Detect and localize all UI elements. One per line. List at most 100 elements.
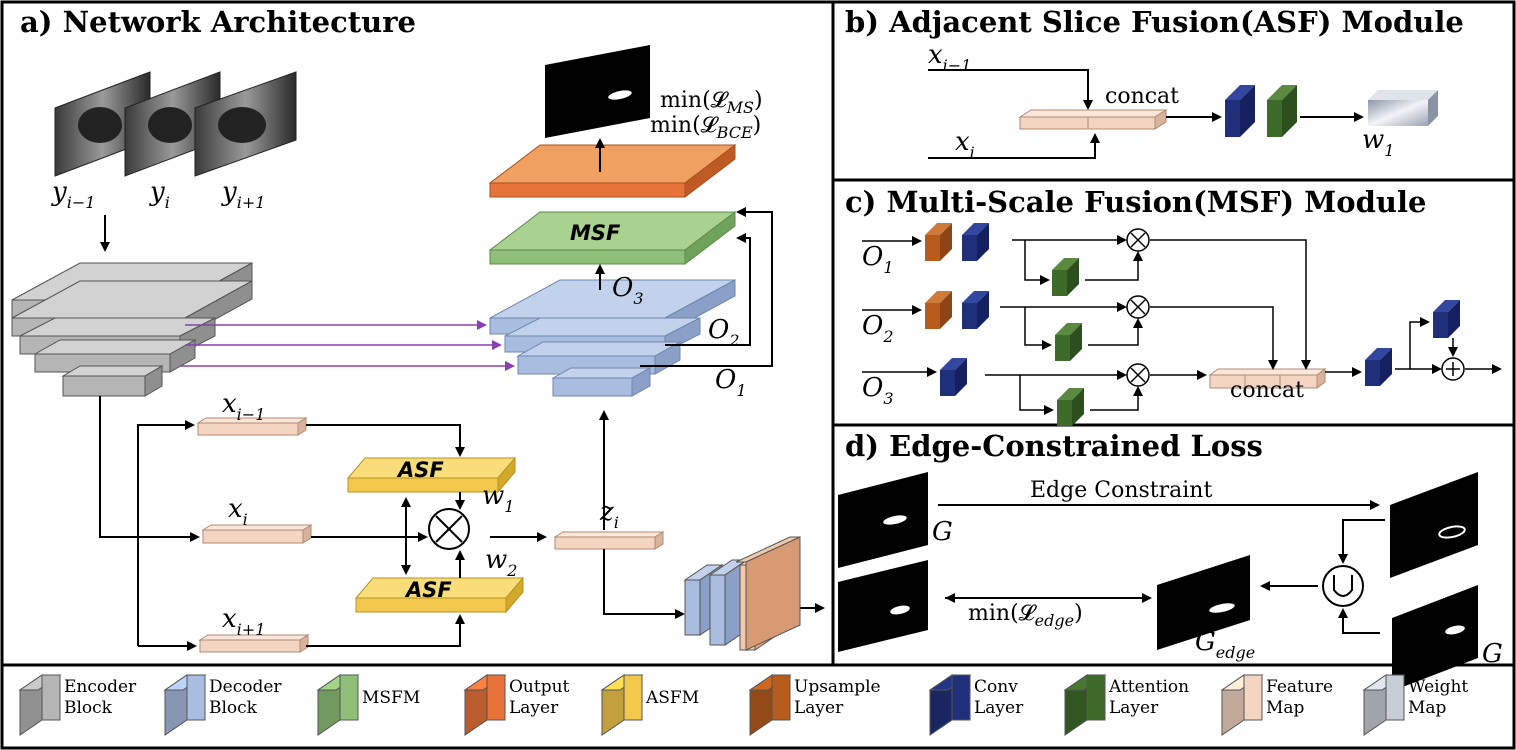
edge-loss-label: min(𝓛edge) <box>968 601 1083 630</box>
arrow-encoder-to-x <box>99 396 200 542</box>
mask-g-bottom-right <box>1392 585 1478 691</box>
legend-label: Encoder <box>64 677 137 697</box>
msf-multiply-nodes <box>1126 228 1150 387</box>
legend-item-msfm: MSFM <box>316 674 420 736</box>
legend-label-line2: Layer <box>509 698 559 718</box>
decoder-stack <box>489 279 736 397</box>
multiply-node <box>428 508 470 550</box>
label-o3: O3 <box>612 273 644 308</box>
output-layer-block <box>488 143 737 199</box>
panel-a-network: yi−1 yi yi+1 M <box>11 45 825 653</box>
edge-module-arrows <box>938 500 1385 634</box>
arrow-to-x-prev <box>137 420 195 646</box>
msf-module-arrows <box>902 235 1502 415</box>
encoder-block-5 <box>61 365 164 397</box>
asf-module-arrows <box>928 69 1364 159</box>
arrow-x-next-to-asf <box>306 614 465 647</box>
legend-label: Feature <box>1266 677 1333 697</box>
msf-conv-residual <box>1433 300 1460 338</box>
ct-slice-next <box>194 71 297 177</box>
arrow-o2-to-msf <box>665 233 751 346</box>
edge-constraint-label: Edge Constraint <box>1030 478 1212 503</box>
msf-concat-features <box>1208 368 1327 389</box>
arrow-asf-x-prev <box>928 69 1093 110</box>
arrow-z-to-conv <box>603 549 685 619</box>
legend-label: Decoder <box>209 677 282 697</box>
panel-b-title: b) Adjacent Slice Fusion(ASF) Module <box>845 5 1464 39</box>
msf-conv-out <box>1365 348 1392 386</box>
input-label-prev: yi−1 <box>51 177 95 212</box>
label-g-bottom: G <box>1482 639 1503 669</box>
feature-map-x-current <box>201 524 313 544</box>
asf-attention-layer <box>1267 85 1297 137</box>
msf-multiply-1 <box>1126 228 1150 252</box>
label-g-edge: Gedge <box>1195 627 1255 662</box>
legend-label-line2: Map <box>1408 698 1447 718</box>
asf-label-x: xi <box>955 127 975 162</box>
arrow-asf-x <box>928 133 1100 159</box>
msf-block-label: MSF <box>570 221 621 245</box>
legend-label-line2: Block <box>209 698 258 718</box>
label-w1: w1 <box>482 481 514 516</box>
legend-label: ASFM <box>645 688 699 708</box>
arrow-x-prev-to-asf <box>306 424 465 457</box>
panel-b-asf: xi−1 xi concat w1 <box>928 40 1438 162</box>
legend-swatch-icon <box>18 674 62 736</box>
label-g-top: G <box>932 517 953 547</box>
asf-concat-label: concat <box>1105 84 1179 109</box>
stack-layer-4 <box>735 536 801 651</box>
legend-label: Output <box>509 677 570 697</box>
panel-c-title: c) Multi-Scale Fusion(MSF) Module <box>845 185 1426 219</box>
legend-label-line2: Layer <box>974 698 1024 718</box>
msf-attention-1 <box>1052 258 1079 296</box>
legend-label: Upsample <box>794 677 881 697</box>
label-o1: O1 <box>715 365 747 400</box>
panel-c-msf: O1 O2 O3 concat <box>862 223 1502 426</box>
panel-a-title: a) Network Architecture <box>20 5 416 39</box>
ct-slice-current <box>124 71 221 177</box>
legend-swatch-icon <box>1063 674 1107 736</box>
legend-label-line2: Layer <box>1109 698 1159 718</box>
encoder-stack <box>11 262 253 397</box>
msf-label-o2: O2 <box>862 311 894 346</box>
feature-map-z <box>553 531 665 550</box>
msf-upsample-1 <box>925 223 952 261</box>
legend-swatch-icon <box>163 674 207 736</box>
legend-swatch-icon <box>600 674 644 736</box>
asf-concat-features <box>1018 109 1168 130</box>
label-z: zi <box>599 497 619 532</box>
msf-label-o3: O3 <box>862 373 894 408</box>
label-x-current: xi <box>228 494 248 529</box>
msf-label-o1: O1 <box>862 242 894 277</box>
asf-top-label: ASF <box>396 458 444 482</box>
ct-slice-prev <box>54 71 151 177</box>
legend-label-line2: Map <box>1266 698 1305 718</box>
legend-swatch-icon <box>463 674 507 736</box>
msf-conv-2 <box>962 291 989 329</box>
panel-d-title: d) Edge-Constrained Loss <box>845 429 1263 463</box>
feature-map-x-prev <box>196 417 308 436</box>
legend-label: Conv <box>974 677 1018 697</box>
legend-swatch-icon <box>1362 674 1406 736</box>
legend-item-asfm: ASFM <box>600 674 699 736</box>
legend-label: Weight <box>1408 677 1468 697</box>
msf-add-node <box>1441 357 1465 381</box>
legend-label: Attention <box>1108 677 1189 697</box>
mask-edge-top-right <box>1390 472 1478 578</box>
mask-g-edge <box>1157 555 1250 650</box>
msf-conv-3 <box>940 358 967 396</box>
asf-label-w1: w1 <box>1362 125 1394 160</box>
msf-attention-2 <box>1055 323 1082 361</box>
asf-conv-layer <box>1225 85 1255 137</box>
